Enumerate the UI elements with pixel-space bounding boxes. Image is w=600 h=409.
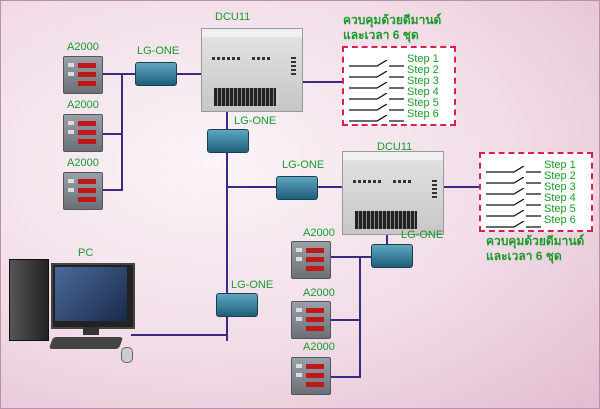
step-switch: Step 1	[349, 53, 459, 67]
switch-icon	[486, 210, 541, 217]
gateway-label: LG-ONE	[234, 115, 277, 127]
step-label: Step 6	[407, 108, 439, 120]
a2000-meter	[63, 172, 103, 210]
step-label: Step 2	[407, 64, 439, 76]
link-line	[329, 319, 359, 321]
dcu-label: DCU11	[215, 11, 251, 23]
switch-icon	[486, 188, 541, 195]
gateway-label: LG-ONE	[231, 279, 274, 291]
lg-one-gateway	[207, 129, 249, 153]
meter-label: A2000	[67, 157, 99, 169]
meter-label: A2000	[303, 287, 335, 299]
caption-line: ควบคุมด้วยดีมานด์	[486, 234, 585, 248]
gateway-label: LG-ONE	[401, 229, 444, 241]
caption-line: ควบคุมด้วยดีมานด์	[343, 13, 442, 27]
link-line	[131, 334, 226, 336]
link-line	[226, 186, 276, 188]
meter-label: A2000	[67, 41, 99, 53]
step-switch: Step 2	[486, 170, 596, 184]
lg-one-gateway	[371, 244, 413, 268]
dcu-device	[342, 151, 444, 235]
step-label: Step 5	[544, 203, 576, 215]
switch-icon	[486, 166, 541, 173]
step-label: Step 2	[544, 170, 576, 182]
step-label: Step 1	[407, 53, 439, 65]
step-switch: Step 4	[349, 86, 459, 100]
switch-icon	[486, 199, 541, 206]
link-line	[386, 231, 388, 251]
dcu-device	[201, 28, 303, 112]
step-label: Step 3	[544, 181, 576, 193]
a2000-meter	[291, 241, 331, 279]
link-line	[101, 189, 121, 191]
caption-line: และเวลา 6 ชุด	[343, 28, 419, 42]
switch-icon	[349, 93, 404, 100]
meter-label: A2000	[303, 341, 335, 353]
switch-icon	[349, 60, 404, 67]
step-switch: Step 1	[486, 159, 596, 173]
step-switch: Step 4	[486, 192, 596, 206]
caption-line: และเวลา 6 ชุด	[486, 249, 562, 263]
step-label: Step 4	[544, 192, 576, 204]
link-line	[302, 81, 342, 83]
a2000-meter	[63, 114, 103, 152]
step-switch: Step 3	[349, 75, 459, 89]
meter-label: A2000	[67, 99, 99, 111]
step-label: Step 5	[407, 97, 439, 109]
pc-label: PC	[78, 247, 94, 259]
control-caption: ควบคุมด้วยดีมานด์และเวลา 6 ชุด	[486, 234, 584, 264]
step-label: Step 4	[407, 86, 439, 98]
link-line	[329, 376, 359, 378]
step-switch: Step 3	[486, 181, 596, 195]
link-line	[101, 73, 135, 75]
dcu-label: DCU11	[377, 141, 413, 153]
link-line	[442, 186, 480, 188]
bus-line	[359, 256, 361, 378]
switch-icon	[486, 221, 541, 228]
control-caption: ควบคุมด้วยดีมานด์และเวลา 6 ชุด	[343, 13, 441, 43]
a2000-meter	[291, 301, 331, 339]
step-label: Step 3	[407, 75, 439, 87]
step-switch: Step 6	[486, 214, 596, 228]
link-line	[175, 73, 201, 75]
step-switch: Step 5	[349, 97, 459, 111]
bus-line	[121, 73, 123, 191]
link-line	[329, 256, 376, 258]
gateway-label: LG-ONE	[282, 159, 325, 171]
step-switch: Step 5	[486, 203, 596, 217]
gateway-label: LG-ONE	[137, 45, 180, 57]
bus-line	[226, 111, 228, 341]
switch-icon	[349, 71, 404, 78]
lg-one-gateway	[135, 62, 177, 86]
meter-label: A2000	[303, 227, 335, 239]
lg-one-gateway	[216, 293, 258, 317]
step-switch: Step 2	[349, 64, 459, 78]
a2000-meter	[63, 56, 103, 94]
a2000-meter	[291, 357, 331, 395]
switch-icon	[349, 82, 404, 89]
step-label: Step 6	[544, 214, 576, 226]
step-label: Step 1	[544, 159, 576, 171]
switch-icon	[349, 104, 404, 111]
switch-icon	[349, 115, 404, 122]
link-line	[101, 133, 121, 135]
lg-one-gateway	[276, 176, 318, 200]
link-line	[316, 186, 342, 188]
step-switch: Step 6	[349, 108, 459, 122]
switch-icon	[486, 177, 541, 184]
